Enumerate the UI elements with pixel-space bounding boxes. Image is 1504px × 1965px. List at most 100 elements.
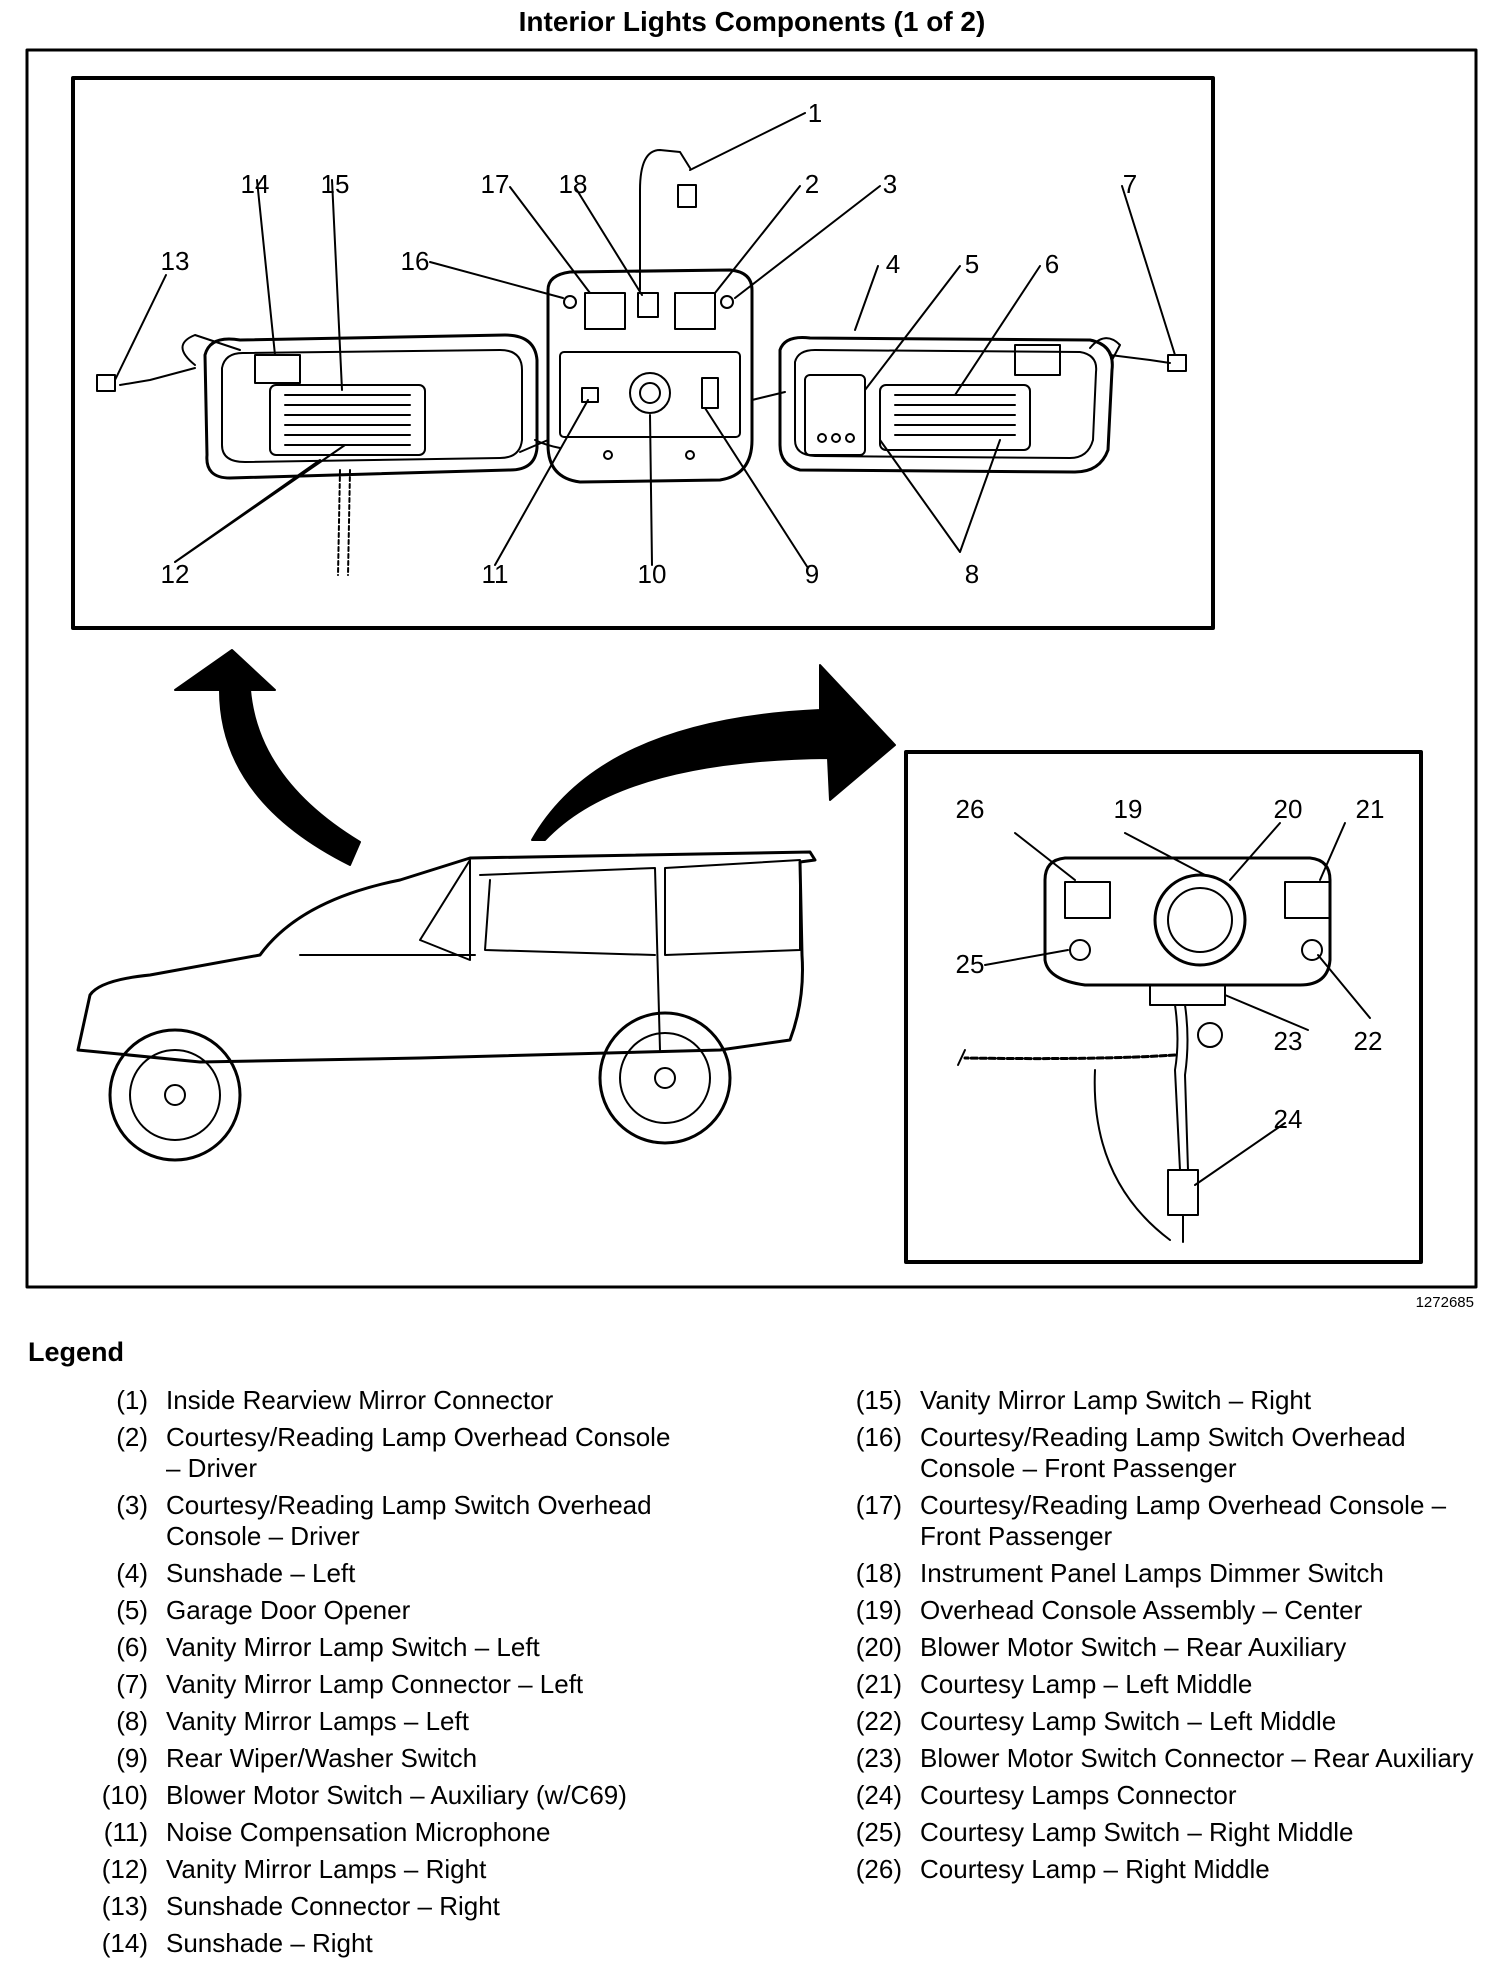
legend-number: (6) — [116, 1632, 148, 1662]
legend-text: Instrument Panel Lamps Dimmer Switch — [920, 1558, 1384, 1588]
legend-item: (20) Blower Motor Switch – Rear Auxiliary — [826, 1632, 1476, 1663]
legend-number: (18) — [855, 1558, 902, 1588]
legend-item: (18) Instrument Panel Lamps Dimmer Switch — [826, 1558, 1476, 1589]
legend-number: (22) — [855, 1706, 902, 1736]
legend-item: (10) Blower Motor Switch – Auxiliary (w/C… — [72, 1780, 692, 1811]
callout-24: 24 — [1274, 1104, 1303, 1134]
legend-item: (22) Courtesy Lamp Switch – Left Middle — [826, 1706, 1476, 1737]
legend-item: (13)Sunshade Connector – Right — [72, 1891, 692, 1922]
callout-19: 19 — [1114, 794, 1143, 824]
legend-item: (6)Vanity Mirror Lamp Switch – Left — [72, 1632, 692, 1663]
legend-text: Sunshade – Right — [166, 1928, 373, 1958]
legend-item: (14) Sunshade – Right — [72, 1928, 692, 1959]
legend-text: Noise Compensation Microphone — [166, 1817, 551, 1847]
legend-number: (16) — [855, 1422, 902, 1452]
leader-lines — [114, 112, 1371, 1186]
legend-item: (26)Courtesy Lamp – Right Middle — [826, 1854, 1476, 1885]
callout-21: 21 — [1356, 794, 1385, 824]
legend-item: (25) Courtesy Lamp Switch – Right Middle — [826, 1817, 1476, 1848]
legend-number: (20) — [855, 1632, 902, 1662]
legend-text: Overhead Console Assembly – Center — [920, 1595, 1363, 1625]
curved-arrows — [174, 649, 896, 866]
legend-text: Courtesy Lamp – Left Middle — [920, 1669, 1253, 1699]
sunshade-right — [96, 333, 561, 576]
legend-text: Courtesy Lamps Connector — [920, 1780, 1237, 1810]
legend-text: Vanity Mirror Lamps – Left — [166, 1706, 469, 1736]
legend-title: Legend — [28, 1337, 125, 1367]
callout-26: 26 — [956, 794, 985, 824]
legend-item: (11) Noise Compensation Microphone — [72, 1817, 692, 1848]
rear-console — [957, 856, 1332, 1243]
legend-text: Garage Door Opener — [166, 1595, 411, 1625]
callout-4: 4 — [886, 249, 900, 279]
legend-text: Courtesy/Reading Lamp Overhead Console –… — [920, 1490, 1447, 1551]
legend-text: Courtesy Lamp Switch – Right Middle — [920, 1817, 1354, 1847]
legend-number: (21) — [855, 1669, 902, 1699]
legend-number: (24) — [855, 1780, 902, 1810]
callout-10: 10 — [638, 559, 667, 589]
legend-item: (9)Rear Wiper/Washer Switch — [72, 1743, 692, 1774]
legend-number: (5) — [116, 1595, 148, 1625]
legend-column-right: (15) Vanity Mirror Lamp Switch – Right (1… — [826, 1385, 1476, 1891]
legend-number: (2) — [116, 1422, 148, 1452]
legend-number: (26) — [855, 1854, 902, 1884]
legend-number: (14) — [101, 1928, 148, 1958]
callout-5: 5 — [965, 249, 979, 279]
outer-frame — [25, 48, 1478, 1289]
legend-item: (2)Courtesy/Reading Lamp Overhead Consol… — [72, 1422, 692, 1484]
sunshade-left — [778, 336, 1187, 474]
vehicle-side-view — [76, 850, 817, 1162]
overhead-console — [519, 149, 786, 484]
legend-item: (15) Vanity Mirror Lamp Switch – Right — [826, 1385, 1476, 1416]
legend-item: (12)Vanity Mirror Lamps – Right — [72, 1854, 692, 1885]
callout-20: 20 — [1274, 794, 1303, 824]
callout-13: 13 — [161, 246, 190, 276]
legend-item: (4)Sunshade – Left — [72, 1558, 692, 1589]
legend-text: Courtesy Lamp Switch – Left Middle — [920, 1706, 1337, 1736]
callout-11: 11 — [482, 559, 509, 589]
callout-25: 25 — [956, 949, 985, 979]
callout-6: 6 — [1045, 249, 1059, 279]
legend-text: Vanity Mirror Lamp Switch – Right — [920, 1385, 1312, 1415]
legend-number: (3) — [116, 1490, 148, 1520]
legend-text: Inside Rearview Mirror Connector — [166, 1385, 554, 1415]
legend-text: Blower Motor Switch – Rear Auxiliary — [920, 1632, 1347, 1662]
legend-number: (19) — [855, 1595, 902, 1625]
legend-text: Courtesy/Reading Lamp Switch Overhead Co… — [920, 1422, 1406, 1483]
legend-number: (23) — [855, 1743, 902, 1773]
legend-item: (3) Courtesy/Reading Lamp Switch Overhead… — [72, 1490, 692, 1552]
legend-number: (8) — [116, 1706, 148, 1736]
callout-7: 7 — [1123, 169, 1137, 199]
legend-text: Vanity Mirror Lamp Connector – Left — [166, 1669, 584, 1699]
interior-lights-diagram: 1 2 3 4 5 6 7 8 9 10 11 12 13 14 15 16 1… — [25, 48, 1478, 1289]
legend-text: Blower Motor Switch Connector – Rear Aux… — [920, 1743, 1474, 1773]
callout-2: 2 — [805, 169, 819, 199]
legend-item: (1) Inside Rearview Mirror Connector — [72, 1385, 692, 1416]
legend-number: (10) — [101, 1780, 148, 1810]
legend-item: (16) Courtesy/Reading Lamp Switch Overhea… — [826, 1422, 1476, 1484]
overhead-detail-box — [71, 76, 1215, 630]
legend-number: (1) — [116, 1385, 148, 1415]
callout-16: 16 — [401, 246, 430, 276]
callout-1: 1 — [808, 98, 822, 128]
legend-item: (23) Blower Motor Switch Connector – Rear… — [826, 1743, 1476, 1774]
legend-number: (25) — [855, 1817, 902, 1847]
legend-text: Blower Motor Switch – Auxiliary (w/C69) — [166, 1780, 627, 1810]
callout-15: 15 — [321, 169, 350, 199]
legend-text: Sunshade – Left — [166, 1558, 356, 1588]
legend-number: (15) — [855, 1385, 902, 1415]
legend-number: (11) — [103, 1817, 148, 1847]
callout-17: 17 — [481, 169, 510, 199]
callout-labels: 1 2 3 4 5 6 7 8 9 10 11 12 13 14 15 16 1… — [161, 98, 1385, 1134]
legend-column-left: (1)Inside Rearview Mirror Connector (2)C… — [72, 1385, 692, 1965]
callout-22: 22 — [1354, 1026, 1383, 1056]
legend-number: (12) — [101, 1854, 148, 1884]
figure-code: 1272685 — [1415, 1294, 1474, 1311]
callout-12: 12 — [161, 559, 190, 589]
legend-item: (24) Courtesy Lamps Connector — [826, 1780, 1476, 1811]
callout-8: 8 — [965, 559, 979, 589]
arrow-to-overhead — [174, 649, 361, 866]
legend-item: (19) Overhead Console Assembly – Center — [826, 1595, 1476, 1626]
legend-text: Courtesy/Reading Lamp Switch Overhead Co… — [166, 1490, 652, 1551]
callout-23: 23 — [1274, 1026, 1303, 1056]
